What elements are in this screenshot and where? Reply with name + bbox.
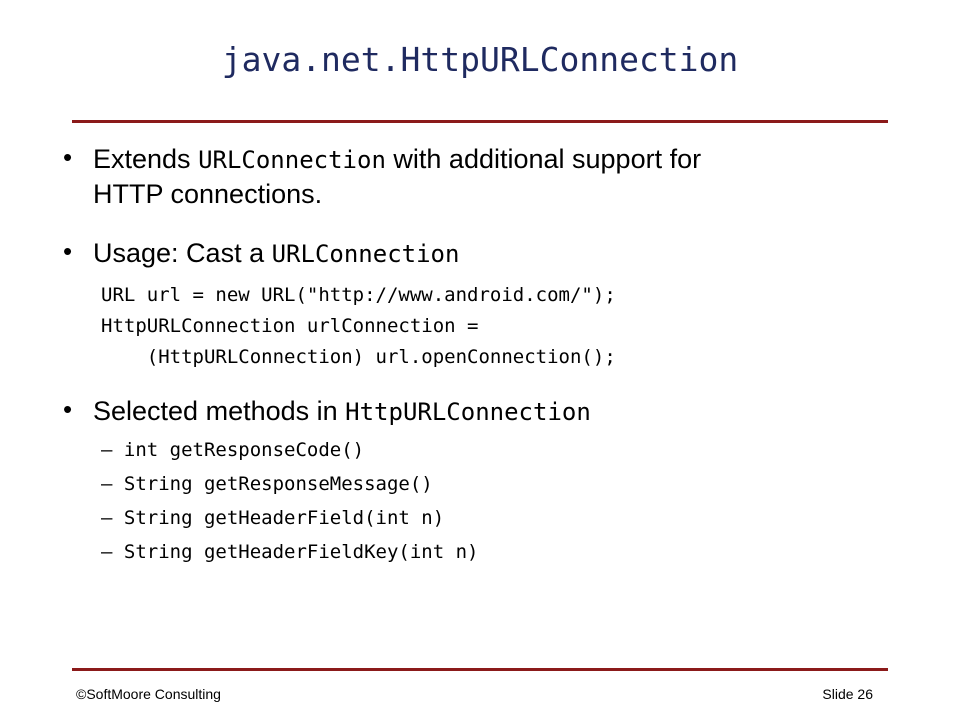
code-line-2: HttpURLConnection urlConnection = [101, 315, 479, 337]
method-item: – String getResponseMessage() [101, 473, 433, 495]
bullet-marker: • [63, 142, 73, 172]
method-item: – int getResponseCode() [101, 439, 365, 461]
bullet-2-text-pre: Usage: Cast a [93, 238, 272, 268]
method-item: – String getHeaderField(int n) [101, 507, 445, 529]
code-line-1: URL url = new URL("http://www.android.co… [101, 284, 616, 306]
footer-copyright: ©SoftMoore Consulting [76, 686, 221, 702]
bullet-marker: • [63, 394, 73, 424]
slide-title: java.net.HttpURLConnection [221, 40, 739, 79]
code-line-3: (HttpURLConnection) url.openConnection()… [101, 346, 616, 368]
bullet-3-text-pre: Selected methods in [93, 396, 346, 426]
bullet-marker: • [63, 236, 73, 266]
bullet-1-text-pre: Extends [93, 144, 199, 174]
footer-divider [72, 668, 888, 671]
bullet-3-code: HttpURLConnection [345, 398, 591, 426]
bullet-1-text-post: with additional support for [385, 144, 702, 174]
bullet-1-line-1: Extends URLConnection with additional su… [93, 142, 701, 177]
title-divider [72, 120, 888, 123]
bullet-1-line-2: HTTP connections. [93, 179, 323, 209]
footer-slide-number: Slide 26 [822, 686, 873, 702]
bullet-1-code: URLConnection [198, 146, 386, 174]
bullet-2-code: URLConnection [271, 240, 460, 268]
bullet-2-line: Usage: Cast a URLConnection [93, 236, 459, 271]
bullet-3-line: Selected methods in HttpURLConnection [93, 394, 591, 429]
method-item: – String getHeaderFieldKey(int n) [101, 541, 479, 563]
